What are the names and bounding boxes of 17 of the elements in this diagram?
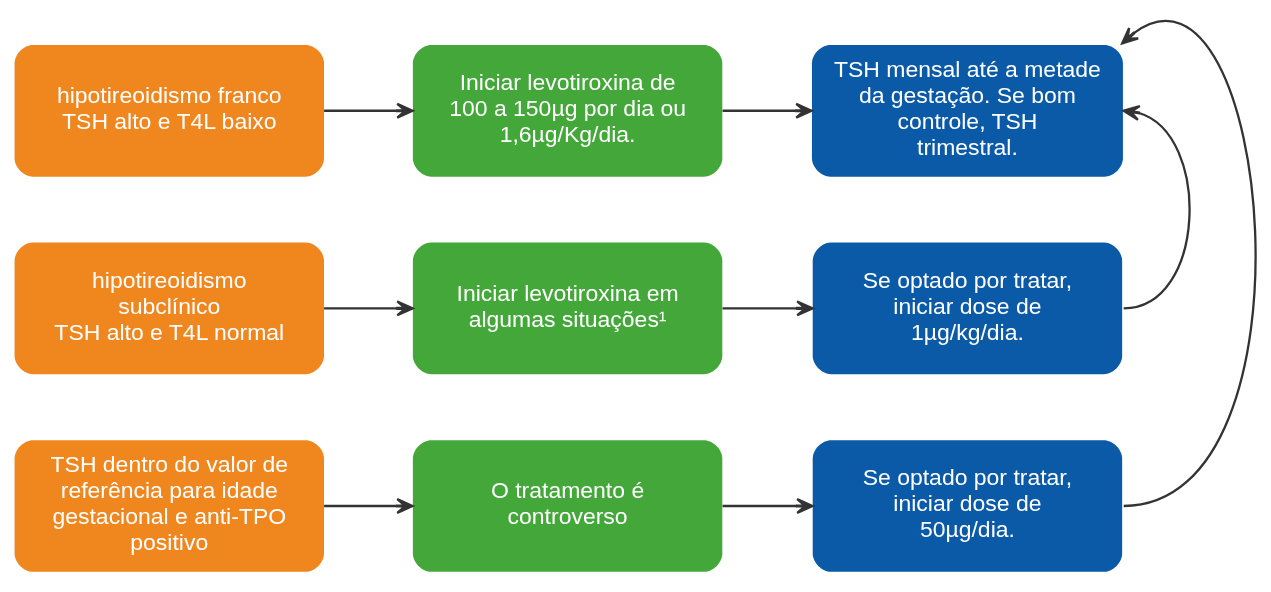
node-box: hipotireoidismo franco TSH alto e T4L baixo	[14, 44, 324, 177]
arrow	[722, 300, 814, 317]
node-box: TSH dentro do valor de referência para idade gestacional e anti-TPO positivo	[14, 440, 324, 572]
node-box: O tratamento é controverso	[412, 440, 723, 572]
node-box: Se optado por tratar, iniciar dose de 1µg/kg/dia.	[812, 242, 1123, 375]
node-box: Iniciar levotiroxina em algumas situações¹	[412, 242, 723, 375]
arrow	[1121, 20, 1257, 508]
node-box: hipotireoidismo subclínico TSH alto e T4L normal	[14, 242, 324, 375]
arrow	[324, 102, 414, 119]
node-box: Se optado por tratar, iniciar dose de 50µg/dia.	[812, 440, 1123, 572]
arrow	[324, 497, 414, 515]
arrow	[722, 497, 814, 515]
arrow	[722, 102, 813, 119]
arrow	[1122, 104, 1191, 310]
node-box: TSH mensal até a metade da gestação. Se bom controle, TSH trimestral.	[811, 44, 1123, 177]
node-box: Iniciar levotiroxina de 100 a 150µg por dia ou 1,6µg/Kg/dia.	[412, 44, 723, 177]
arrow	[324, 300, 414, 317]
